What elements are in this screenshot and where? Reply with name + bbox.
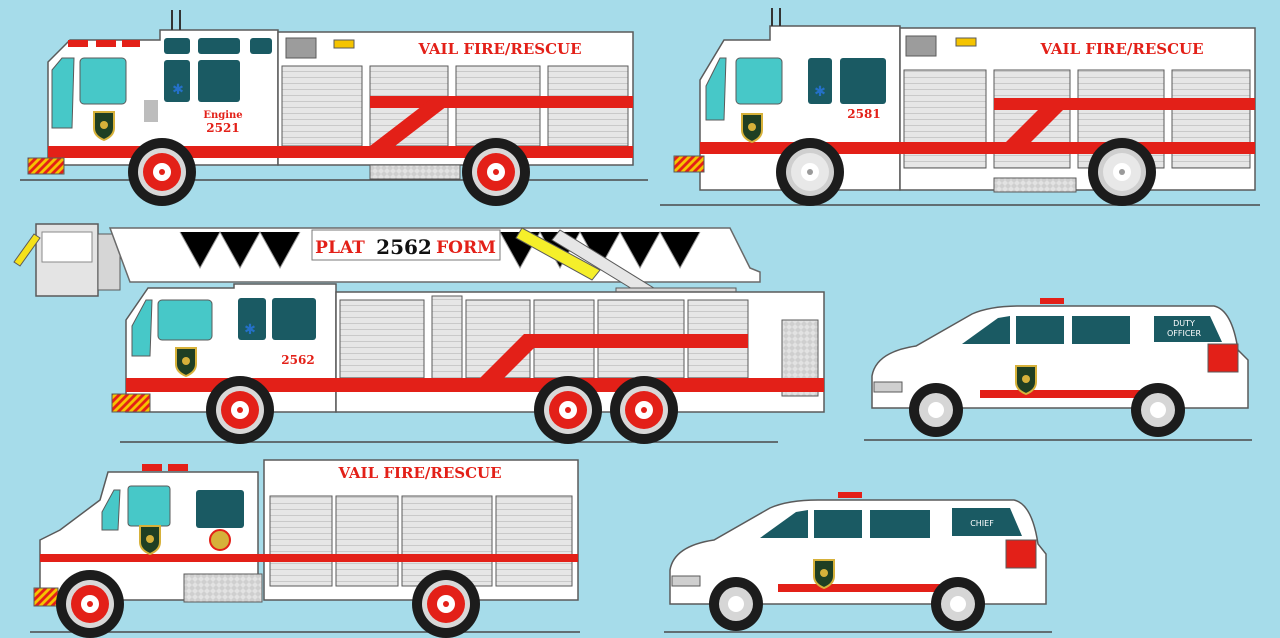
svg-text:✱: ✱ <box>172 82 184 98</box>
duty-officer-line2: OFFICER <box>1167 329 1202 338</box>
engine-2581-body-lettering: VAIL FIRE/RESCUE <box>1039 40 1203 58</box>
engine-2581-unit-number: 2581 <box>847 107 880 121</box>
duty-officer-suv: DUTY OFFICER <box>864 298 1252 441</box>
platform-unit-number: 2562 <box>281 353 314 367</box>
engine-2581: ✱ 2581 VAIL FIRE/RESCUE <box>660 8 1260 206</box>
rescue-truck: VAIL FIRE/RESCUE <box>30 459 580 638</box>
platform-boom-right: FORM <box>436 238 496 258</box>
chief-rear-label: CHIEF <box>970 519 994 528</box>
svg-text:✱: ✱ <box>814 84 826 100</box>
duty-officer-line1: DUTY <box>1173 319 1195 328</box>
svg-text:✱: ✱ <box>244 322 256 338</box>
platform-boom-left: PLAT <box>315 238 365 258</box>
platform-boom-number: 2562 <box>376 235 432 259</box>
rescue-body-lettering: VAIL FIRE/RESCUE <box>337 464 501 482</box>
platform-2562: PLAT 2562 FORM ✱ 2562 <box>13 223 825 444</box>
engine-2521-body-lettering: VAIL FIRE/RESCUE <box>417 40 581 58</box>
engine-2521-unit-number: 2521 <box>206 121 239 135</box>
chief-suv: CHIEF <box>664 492 1052 633</box>
engine-2521-door-label: Engine <box>203 110 242 121</box>
engine-2521: ✱ Engine 2521 VAIL FIRE/RESCUE <box>20 10 648 206</box>
